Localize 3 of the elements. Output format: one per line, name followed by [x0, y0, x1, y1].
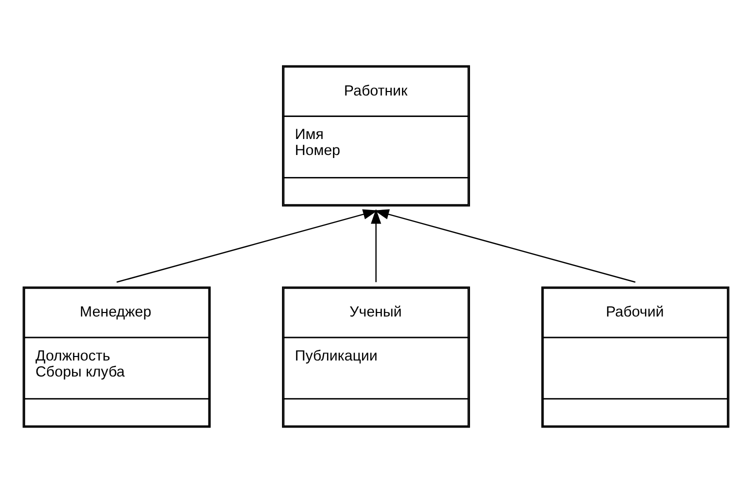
arrow [116, 209, 378, 283]
arrow [374, 209, 636, 283]
arrow [370, 209, 382, 282]
